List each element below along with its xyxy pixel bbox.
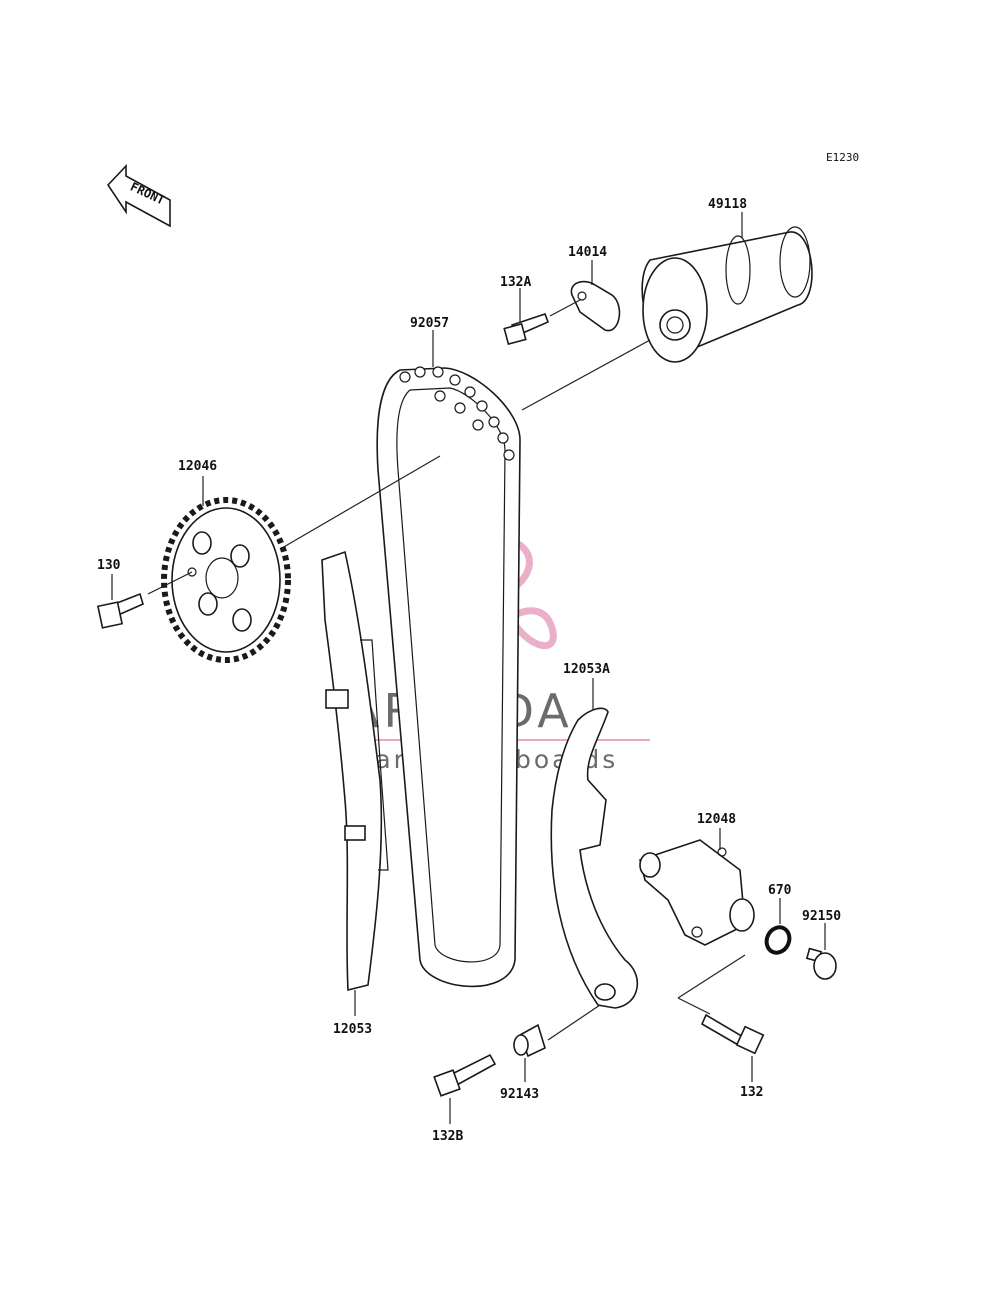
tensioner-guide	[550, 707, 639, 1009]
part-label-14014: 14014	[568, 245, 607, 260]
cam-sprocket	[161, 497, 291, 663]
part-label-12046: 12046	[178, 459, 217, 474]
part-label-12053a: 12053A	[563, 662, 610, 677]
part-label-132: 132	[740, 1085, 763, 1100]
part-label-12048: 12048	[697, 812, 736, 827]
o-ring	[764, 925, 792, 955]
chain-guide	[321, 550, 389, 992]
cam-chain-tensioner	[639, 839, 755, 946]
part-label-92057: 92057	[410, 316, 449, 331]
front-direction-arrow: FRONT	[106, 163, 171, 228]
bolt-132	[700, 1013, 765, 1055]
part-label-132a: 132A	[500, 275, 531, 290]
part-label-12053: 12053	[333, 1022, 372, 1037]
collar	[513, 1023, 546, 1058]
bolt-132a	[503, 312, 550, 346]
diagram-ref-code: E1230	[826, 151, 859, 164]
cam-chain	[376, 366, 521, 988]
part-label-49118: 49118	[708, 197, 747, 212]
bolt-132b	[433, 1053, 497, 1097]
part-label-670: 670	[768, 883, 792, 898]
part-label-92143: 92143	[500, 1087, 539, 1102]
bolt-92150	[805, 947, 837, 980]
cam-plate	[570, 280, 621, 332]
part-label-92150: 92150	[802, 909, 841, 924]
part-label-132b: 132B	[432, 1129, 463, 1144]
part-label-130: 130	[97, 558, 121, 573]
bolt-130	[96, 592, 144, 629]
camshaft	[641, 226, 813, 363]
